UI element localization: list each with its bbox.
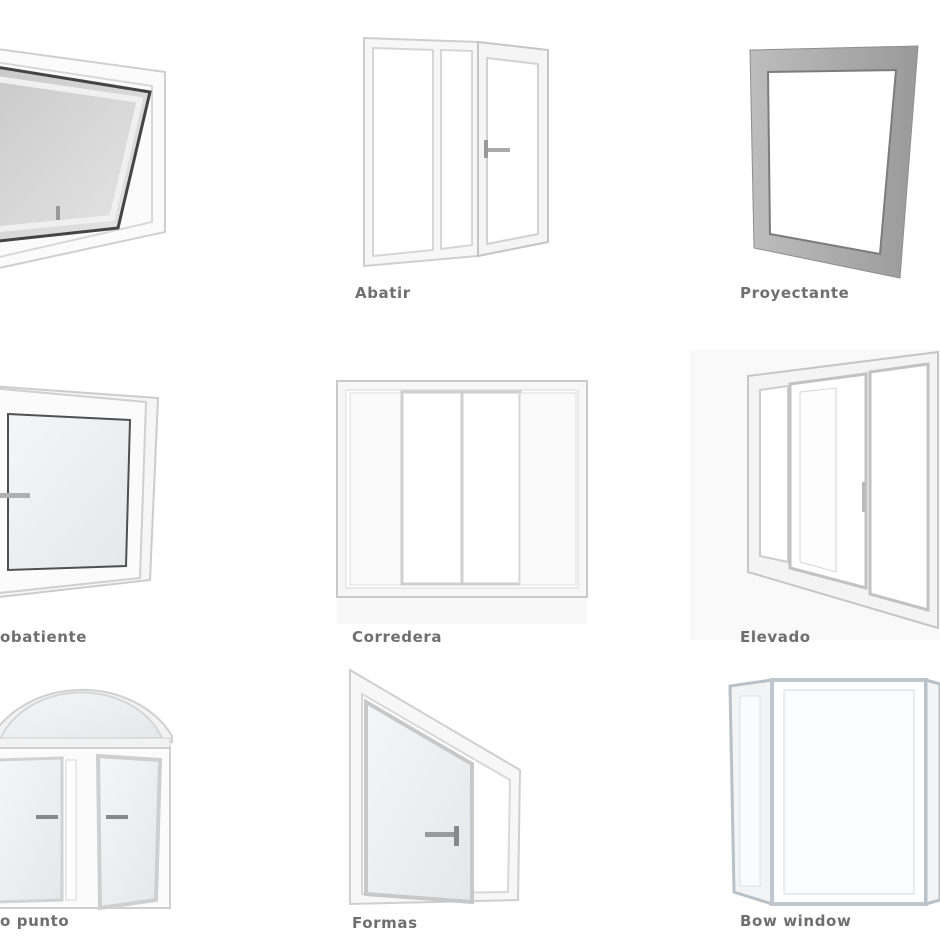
- window-bow-image: [728, 678, 940, 907]
- label-medio-punto: o punto: [0, 912, 70, 930]
- window-formas-image: [349, 668, 522, 906]
- label-bow-window: Bow window: [740, 912, 852, 930]
- label-corredera: Corredera: [352, 628, 443, 646]
- label-elevado: Elevado: [740, 628, 811, 646]
- window-top-hung-image: [0, 48, 166, 269]
- label-proyectante: Proyectante: [740, 284, 850, 302]
- label-formas: Formas: [352, 914, 418, 932]
- window-proyectante-image: [749, 45, 919, 279]
- window-elevado-image: [690, 350, 940, 640]
- window-abatir-image: [363, 36, 549, 268]
- label-abatir: Abatir: [355, 284, 411, 302]
- window-corredera-image: [336, 380, 588, 624]
- label-oscilobatiente: obatiente: [0, 628, 88, 646]
- window-medio-punto-image: [0, 688, 173, 911]
- window-oscilobatiente-image: [0, 385, 160, 598]
